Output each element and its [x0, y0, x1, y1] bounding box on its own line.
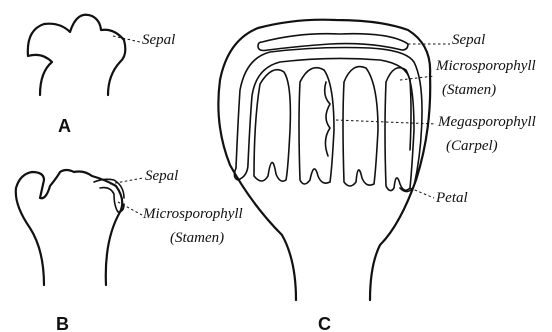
panel-a-letter: A [58, 116, 71, 136]
panel-c-outer-outline [218, 20, 430, 300]
panel-c-letter: C [318, 314, 331, 332]
panel-c-stamen-label-2: (Stamen) [442, 82, 496, 98]
panel-c-carpel-style [325, 82, 330, 156]
panel-c-petal-inner [248, 58, 411, 164]
panel-c-carpel-label-2: (Carpel) [446, 138, 498, 154]
panel-c-stamen-label-1: Microsporophyll [435, 58, 536, 74]
panel-c-petal-label: Petal [435, 190, 468, 206]
panel-b-stamen-label-2: (Stamen) [170, 230, 224, 246]
panel-a-sepal-leader [113, 36, 140, 42]
panel-c-stamen-leader [400, 76, 434, 80]
panel-b-letter: B [56, 314, 69, 332]
panel-c: Sepal Microsporophyll (Stamen) Megasporo… [218, 20, 535, 332]
panel-c-sepal-label: Sepal [452, 32, 485, 48]
panel-c-stamen-1 [254, 70, 290, 181]
panel-b: Sepal Microsporophyll (Stamen) B [16, 168, 243, 332]
panel-c-carpel-label-1: Megasporophyll [437, 114, 536, 130]
panel-a-outline [28, 15, 126, 95]
panel-b-sepal-label: Sepal [145, 168, 178, 184]
panel-c-carpel-leader [336, 120, 436, 124]
panel-c-stamen-3 [343, 67, 378, 186]
panel-a: Sepal A [28, 15, 176, 136]
panel-b-stamen-label-1: Microsporophyll [142, 206, 243, 222]
panel-a-sepal-label: Sepal [142, 32, 175, 48]
